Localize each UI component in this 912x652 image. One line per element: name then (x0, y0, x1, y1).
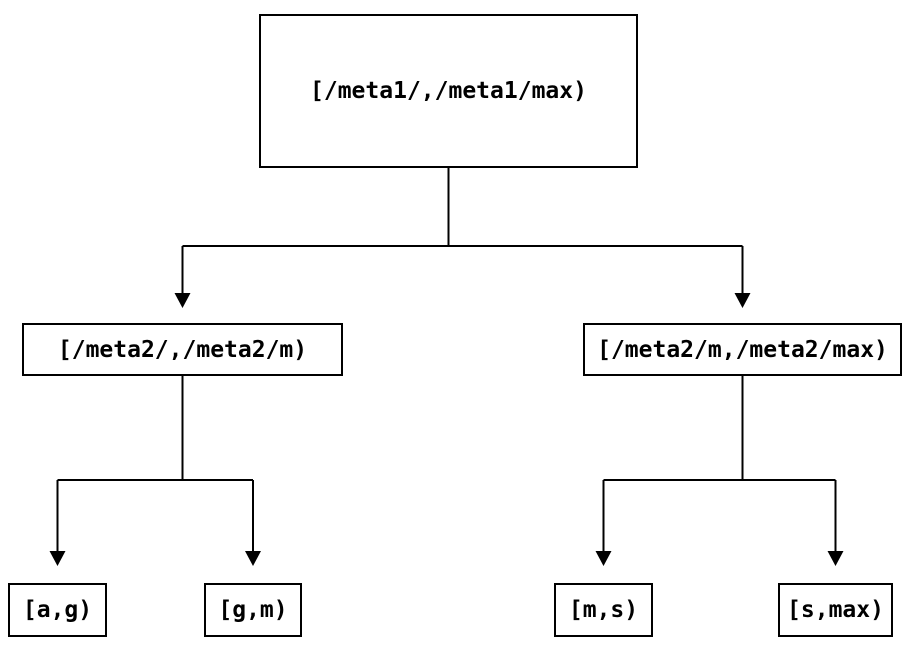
node-leaf-a-g-label: [a,g) (22, 597, 93, 623)
node-root-label: [/meta1/,/meta1/max) (310, 78, 587, 104)
arrowhead-down-icon (734, 293, 751, 308)
node-root-range: [/meta1/,/meta1/max) (259, 14, 638, 168)
edge-root-to-children (174, 168, 751, 308)
node-leaf-g-m-label: [g,m) (218, 597, 288, 623)
node-leaf-a-g: [a,g) (8, 583, 107, 637)
node-meta2-right-range: [/meta2/m,/meta2/max) (583, 323, 902, 376)
node-leaf-s-max-label: [s,max) (787, 597, 884, 623)
node-leaf-g-m: [g,m) (204, 583, 302, 637)
node-leaf-s-max: [s,max) (778, 583, 893, 637)
node-meta2-left-label: [/meta2/,/meta2/m) (57, 336, 308, 363)
arrowhead-down-icon (827, 551, 844, 566)
arrowhead-down-icon (49, 551, 66, 566)
edge-right-node-to-leaves (595, 376, 844, 566)
node-meta2-right-label: [/meta2/m,/meta2/max) (597, 336, 888, 363)
arrowhead-down-icon (245, 551, 261, 566)
node-meta2-left-range: [/meta2/,/meta2/m) (22, 323, 343, 376)
edge-left-node-to-leaves (49, 376, 261, 566)
arrowhead-down-icon (174, 293, 191, 308)
arrowhead-down-icon (595, 551, 612, 566)
node-leaf-m-s-label: [m,s) (568, 597, 639, 623)
node-leaf-m-s: [m,s) (554, 583, 653, 637)
